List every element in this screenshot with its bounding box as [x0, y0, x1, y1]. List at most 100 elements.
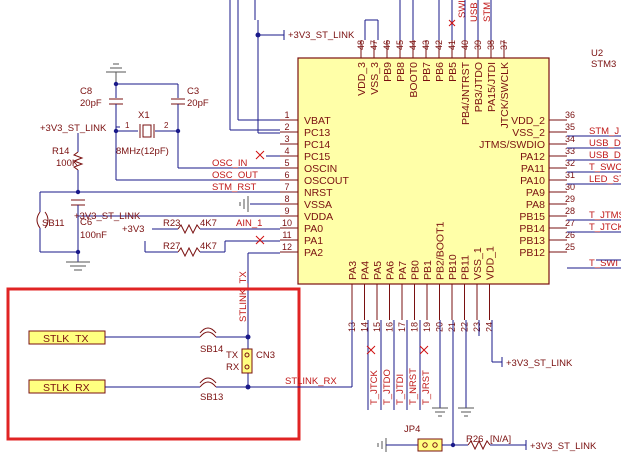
left-pin-number: 4 — [284, 146, 289, 156]
top-pin-label: PB9 — [382, 62, 394, 82]
bottom-pin-number: 22 — [460, 322, 470, 332]
bottom-pin-number: 15 — [372, 322, 382, 332]
top-pin-label: PB4/JNTRST — [460, 61, 472, 125]
bottom-net-1: T_JTDO — [382, 369, 393, 405]
top-net-stm: STM — [482, 2, 493, 22]
bottom-net-2: T_JTDI — [395, 374, 406, 405]
left-pin-label: VBAT — [304, 115, 331, 127]
cn3-rx: RX — [226, 362, 240, 373]
right-pin-number: 33 — [565, 146, 575, 156]
right-pin-label: PA9 — [526, 187, 545, 199]
top-pin-number: 42 — [434, 40, 444, 50]
right-nets: STM_JUSB_DUSB_DT_SWCLED_STT_JTMST_JTCKT_… — [567, 126, 621, 269]
bottom-pin-number: 19 — [422, 322, 432, 332]
bottom-pin-number: 14 — [360, 322, 370, 332]
right-pin-label: PA10 — [520, 175, 545, 187]
left-pin-label: PA2 — [304, 247, 323, 259]
top-pin-label: VSS_3 — [369, 62, 381, 95]
sb13-ref: SB13 — [200, 392, 223, 403]
bottom-pin-label: PA4 — [360, 261, 372, 280]
vdd-bottom-label: +3V3_ST_LINK — [506, 358, 573, 369]
right-pin-number: 31 — [565, 170, 575, 180]
right-pin-label: PB14 — [519, 223, 545, 235]
left-pin-label: PC15 — [304, 151, 330, 163]
right-net-label: T_SWC — [589, 162, 621, 173]
left-pin-label: PA0 — [304, 223, 323, 235]
bottom-pin-label: PB2/BOOT1 — [435, 221, 447, 280]
bottom-nets: T_JTCK T_JTDO T_JTDI T_NRST T_JRST — [369, 368, 432, 405]
top-pin-number: 44 — [408, 40, 418, 50]
top-pin-number: 39 — [473, 40, 483, 50]
bottom-pin-number: 24 — [485, 322, 495, 332]
bottom-pin-label: VSS_1 — [472, 247, 484, 280]
top-pin-number: 40 — [460, 40, 470, 50]
left-pin-number: 1 — [284, 110, 289, 120]
vdd-short-label: +3V3 — [122, 224, 144, 235]
right-pin-number: 32 — [565, 158, 575, 168]
right-pin-label: PB12 — [519, 247, 545, 259]
c6-ref: C6 — [80, 217, 92, 228]
left-pin-label: OSCOUT — [304, 175, 350, 187]
right-pin-number: 35 — [565, 122, 575, 132]
top-pin-label: PB8 — [395, 62, 407, 82]
right-pin-number: 27 — [565, 218, 575, 228]
vdd-jp-label: +3V3_ST_LINK — [530, 441, 597, 452]
x1-pin1: 1 — [125, 121, 130, 130]
c3-ref: C3 — [187, 86, 199, 97]
right-pin-label: PA11 — [521, 163, 545, 175]
top-net-usb: USB — [469, 2, 480, 22]
left-pin-label: VSSA — [304, 199, 332, 211]
right-net-label: STM_J — [589, 126, 619, 137]
net-stlink-tx: STLINK_TX — [238, 271, 249, 322]
left-pin-label: VDDA — [304, 211, 333, 223]
right-pin-label: PB13 — [519, 235, 545, 247]
bottom-pin-number: 23 — [472, 322, 482, 332]
r26-ref: R26 — [466, 434, 483, 445]
top-pin-number: 47 — [369, 40, 379, 50]
c8-value: 20pF — [80, 98, 102, 109]
bottom-net-0: T_JTCK — [369, 370, 380, 406]
cn3-ref: CN3 — [256, 350, 275, 361]
left-pin-number: 7 — [284, 182, 289, 192]
right-pin-number: 28 — [565, 206, 575, 216]
top-pin-label: PB7 — [421, 62, 433, 82]
right-pin-number: 25 — [565, 242, 575, 252]
top-pin-label: PB6 — [434, 62, 446, 82]
bottom-pin-label: PA3 — [347, 261, 359, 280]
right-pin-number: 30 — [565, 182, 575, 192]
jp4-ref: JP4 — [404, 424, 420, 435]
vdd-left-label: +3V3_ST_LINK — [40, 123, 107, 134]
top-pin-number: 41 — [447, 40, 457, 50]
top-pin-number: 37 — [499, 40, 509, 50]
top-pin-label: JTCK/SWCLK — [499, 62, 511, 129]
bottom-pin-label: PB10 — [447, 254, 459, 280]
right-net-label: LED_ST — [589, 174, 621, 185]
bottom-pin-label: VDD_1 — [485, 246, 497, 280]
right-pin-label: PA12 — [520, 151, 545, 163]
ic-top-pins: 48VDD_347VSS_346PB945PB844BOOT043PB742PB… — [356, 40, 511, 129]
right-pin-label: JTMS/SWDIO — [479, 139, 545, 151]
right-pin-label: PB15 — [519, 211, 545, 223]
right-net-label: T_JTCK — [589, 222, 621, 233]
right-pin-label: VSS_2 — [512, 127, 545, 139]
bottom-pin-number: 18 — [410, 322, 420, 332]
cn3-connector — [241, 348, 253, 374]
left-pin-number: 12 — [282, 242, 292, 252]
ic-bottom-pins: 13PA314PA415PA516PA617PA718PB019PB120PB2… — [347, 221, 497, 332]
right-pin-label: PA8 — [526, 199, 545, 211]
c6-value: 100nF — [80, 230, 107, 241]
left-pin-label: NRST — [304, 187, 333, 199]
ic-u2-body — [297, 57, 550, 285]
right-pin-number: 26 — [565, 230, 575, 240]
right-pin-number: 29 — [565, 194, 575, 204]
c3-value: 20pF — [187, 98, 209, 109]
sb11-ref: SB11 — [42, 218, 65, 229]
stlk-tx-text: STLK_TX — [43, 333, 89, 345]
top-net-swim: SWIM — [457, 0, 468, 18]
bottom-net-4: T_JRST — [421, 370, 432, 405]
right-pin-number: 34 — [565, 134, 575, 144]
left-pin-number: 6 — [284, 170, 289, 180]
top-pin-number: 48 — [356, 40, 366, 50]
